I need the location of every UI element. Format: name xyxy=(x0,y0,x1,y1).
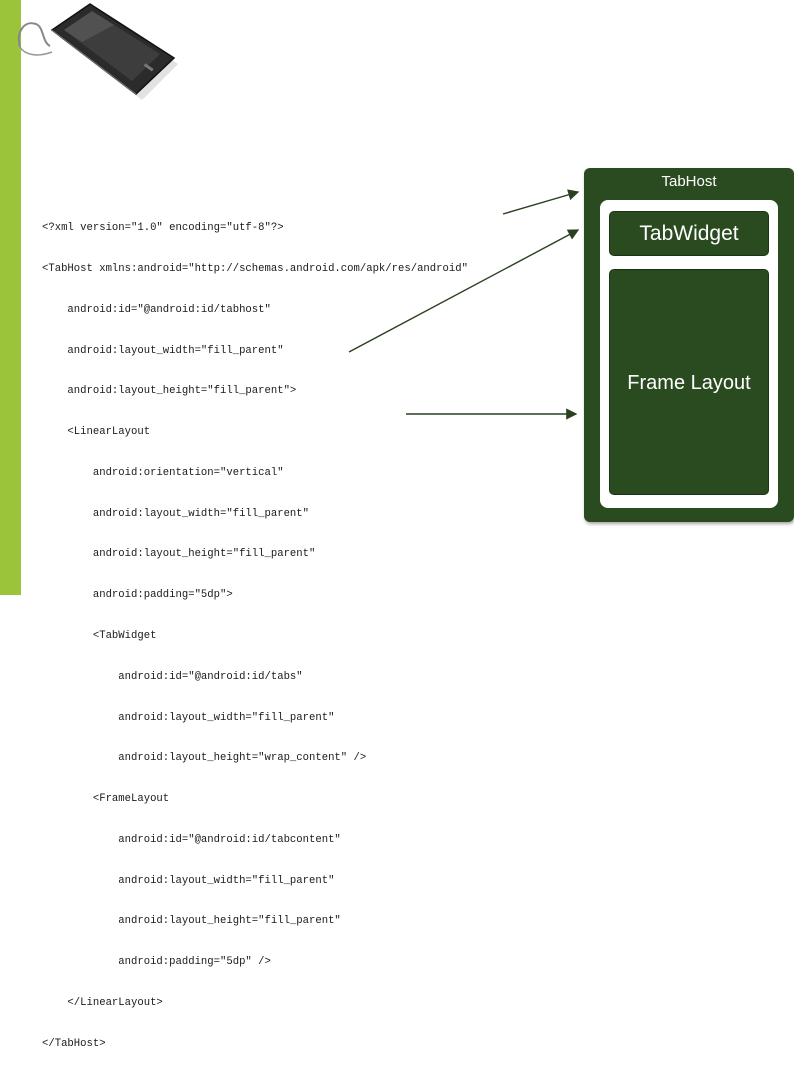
smartphone-icon xyxy=(18,3,178,100)
code-line: </LinearLayout> xyxy=(42,997,163,1010)
code-line: android:id="@android:id/tabcontent" xyxy=(42,833,341,846)
code-line: android:layout_width="fill_parent" xyxy=(42,874,335,887)
code-line: </TabHost> xyxy=(42,1037,106,1050)
code-line: android:layout_width="fill_parent" xyxy=(42,344,284,357)
code-line: <FrameLayout xyxy=(42,793,170,806)
code-line: <TabHost xmlns:android="http://schemas.a… xyxy=(42,262,468,275)
code-line: android:padding="5dp" /> xyxy=(42,956,271,969)
tabhost-label: TabHost xyxy=(661,173,717,190)
code-line: android:orientation="vertical" xyxy=(42,466,284,479)
code-line: <LinearLayout xyxy=(42,426,151,439)
code-line: android:layout_height="fill_parent" xyxy=(42,548,316,561)
frame-layout-box: Frame Layout xyxy=(609,269,769,495)
tabhost-box: TabHost TabWidget Frame Layout xyxy=(584,168,794,522)
code-line: android:layout_width="fill_parent" xyxy=(42,507,310,520)
accent-bar xyxy=(0,0,21,595)
linear-layout-box: TabWidget Frame Layout xyxy=(600,200,778,508)
code-line: android:id="@android:id/tabhost" xyxy=(42,303,271,316)
arrow-tabhost xyxy=(502,189,580,215)
tabwidget-box: TabWidget xyxy=(609,211,769,256)
code-line: android:layout_height="wrap_content" /> xyxy=(42,752,367,765)
code-line: android:layout_height="fill_parent" xyxy=(42,915,341,928)
code-line: android:layout_width="fill_parent" xyxy=(42,711,335,724)
code-line: <TabWidget xyxy=(42,630,157,642)
code-line: <?xml version="1.0" encoding="utf-8"?> xyxy=(42,222,284,235)
code-line: android:id="@android:id/tabs" xyxy=(42,670,303,683)
xml-code-block: <?xml version="1.0" encoding="utf-8"?> <… xyxy=(42,195,468,1065)
code-line: android:padding="5dp"> xyxy=(42,589,233,602)
code-line: android:layout_height="fill_parent"> xyxy=(42,385,297,398)
